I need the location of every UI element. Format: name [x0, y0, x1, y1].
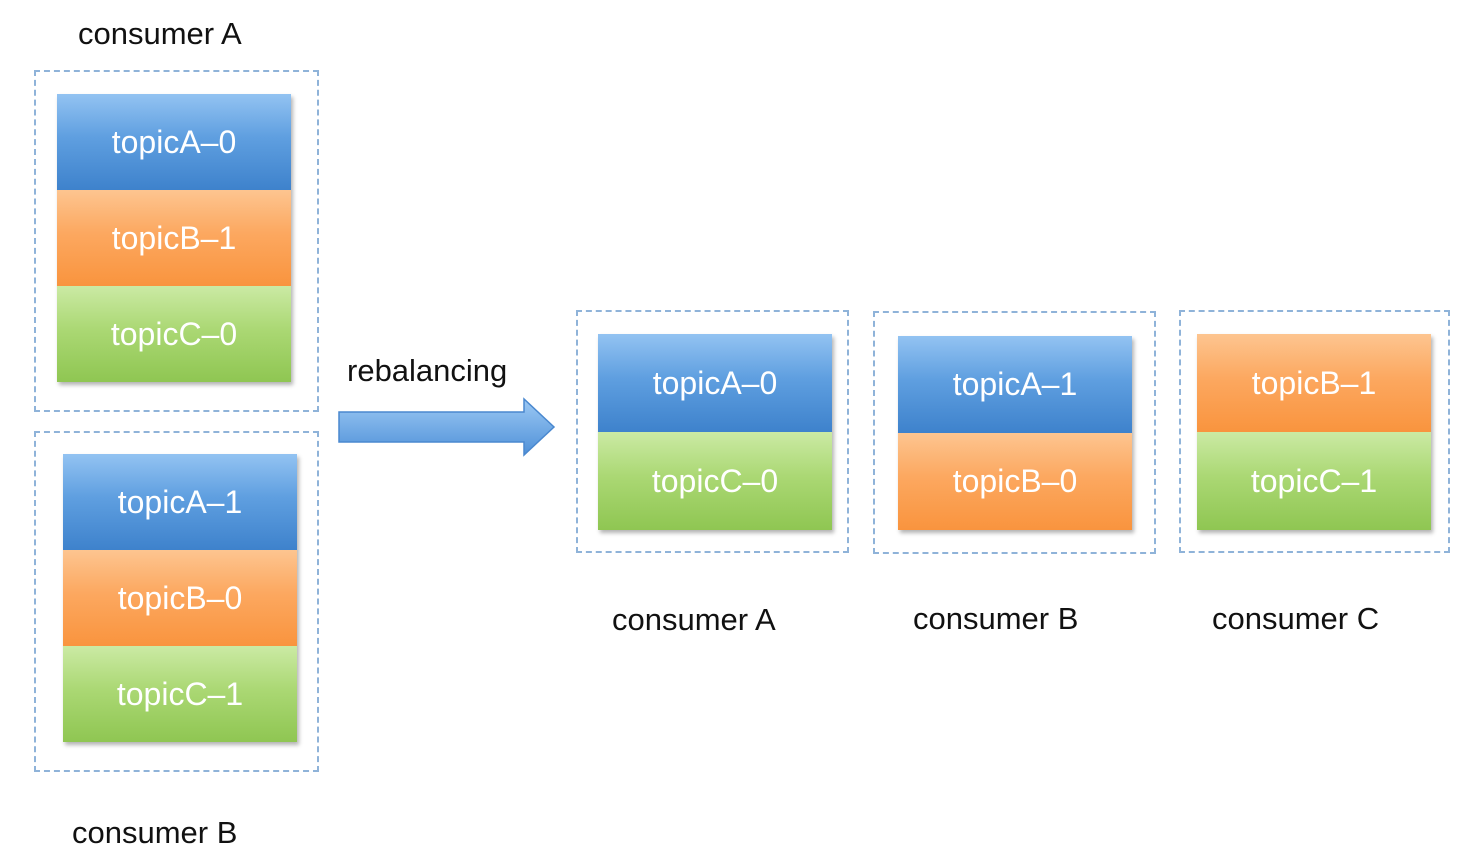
after-consumer-a-partition-2: topicC‒0 — [598, 432, 832, 530]
partition-label: topicC‒1 — [1250, 462, 1378, 499]
partition-label: topicC‒0 — [110, 315, 238, 352]
partition-label: topicB‒1 — [1251, 364, 1377, 401]
partition-label: topicC‒0 — [651, 462, 779, 499]
before-consumer-a-partition-1: topicA‒0 — [57, 94, 291, 190]
after-consumer-a-partition-1: topicA‒0 — [598, 334, 832, 432]
right-arrow-icon — [338, 397, 556, 457]
after-consumer-c-stack: topicB‒1 topicC‒1 — [1197, 334, 1431, 530]
after-consumer-a-stack: topicA‒0 topicC‒0 — [598, 334, 832, 530]
partition-label: topicB‒0 — [952, 463, 1078, 499]
before-consumer-a-partition-2: topicB‒1 — [57, 190, 291, 286]
before-consumer-a-label: consumer A — [78, 16, 242, 51]
partition-label: topicA‒0 — [652, 364, 778, 401]
after-consumer-a-group: topicA‒0 topicC‒0 — [576, 310, 849, 553]
after-consumer-b-label: consumer B — [913, 601, 1079, 636]
partition-label: topicA‒1 — [117, 483, 243, 520]
after-consumer-b-group: topicA‒1 topicB‒0 — [873, 311, 1156, 554]
partition-label: topicB‒0 — [117, 579, 243, 616]
before-consumer-b-partition-2: topicB‒0 — [63, 550, 297, 646]
after-consumer-c-partition-2: topicC‒1 — [1197, 432, 1431, 530]
before-consumer-b-label: consumer B — [72, 815, 238, 850]
partition-label: topicC‒1 — [116, 675, 244, 712]
partition-label: topicB‒1 — [111, 219, 237, 256]
before-consumer-b-partition-1: topicA‒1 — [63, 454, 297, 550]
after-consumer-a-label: consumer A — [612, 602, 776, 637]
before-consumer-a-group: topicA‒0 topicB‒1 topicC‒0 — [34, 70, 319, 412]
partition-label: topicA‒1 — [952, 366, 1078, 402]
before-consumer-a-stack: topicA‒0 topicB‒1 topicC‒0 — [57, 94, 291, 382]
after-consumer-c-group: topicB‒1 topicC‒1 — [1179, 310, 1450, 553]
after-consumer-b-partition-1: topicA‒1 — [898, 336, 1132, 433]
after-consumer-c-label: consumer C — [1212, 601, 1380, 636]
before-consumer-b-stack: topicA‒1 topicB‒0 topicC‒1 — [63, 454, 297, 742]
rebalancing-label: rebalancing — [347, 353, 508, 388]
partition-label: topicA‒0 — [111, 123, 237, 160]
before-consumer-b-group: topicA‒1 topicB‒0 topicC‒1 — [34, 431, 319, 772]
after-consumer-c-partition-1: topicB‒1 — [1197, 334, 1431, 432]
before-consumer-a-partition-3: topicC‒0 — [57, 286, 291, 382]
before-consumer-b-partition-3: topicC‒1 — [63, 646, 297, 742]
after-consumer-b-partition-2: topicB‒0 — [898, 433, 1132, 530]
after-consumer-b-stack: topicA‒1 topicB‒0 — [898, 336, 1132, 530]
